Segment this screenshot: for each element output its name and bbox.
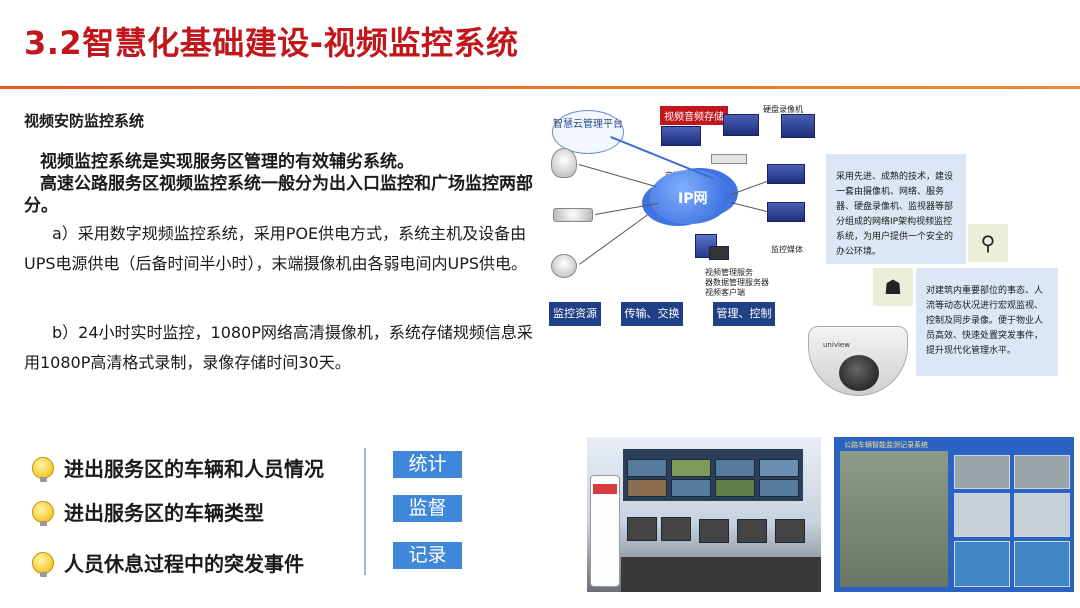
page-title: 3.2智慧化基础建设-视频监控系统	[24, 24, 519, 62]
desk-monitor	[661, 517, 691, 541]
wall-screen	[715, 459, 755, 477]
paragraph-b-text: b）24小时实时监控，1080P网络高清摄像机，系统存储规频信息采用1080P高…	[24, 323, 533, 372]
connector-line	[730, 202, 768, 213]
bullet-text: 进出服务区的车辆和人员情况	[64, 457, 324, 481]
storage-tag: 视频音频存储	[660, 106, 728, 125]
lead-line-1: 视频监控系统是实现服务区管理的有效辅劣系统。	[40, 152, 414, 172]
ip-network-cloud-icon	[650, 170, 730, 224]
connector-line	[578, 164, 656, 188]
title-divider	[0, 86, 1080, 89]
wall-screen	[759, 459, 799, 477]
bullet-text: 进出服务区的车辆类型	[64, 501, 264, 525]
bullet-item: 进出服务区的车辆和人员情况	[32, 453, 324, 482]
dome-camera-photo: uniview	[808, 326, 908, 396]
lightbulb-icon	[32, 551, 54, 577]
wall-screen	[671, 479, 711, 497]
server-labels: 视频管理服务 器数据管理服务器 视频客户端	[705, 268, 795, 298]
tag-record: 记录	[393, 542, 462, 569]
lightbulb-icon	[32, 456, 54, 482]
dome-camera-icon	[551, 148, 577, 178]
vehicle-snapshot	[1014, 455, 1070, 489]
camera-brand: uniview	[823, 341, 850, 349]
info-box-monitoring: 对建筑内重要部位的事态、人流等动态状况进行宏观监视、控制及同步录像。便于物业人员…	[916, 268, 1058, 376]
vehicle-snapshot	[954, 493, 1010, 537]
wall-screen	[759, 479, 799, 497]
system-title: 公路车辆智能监测记录系统	[844, 441, 928, 449]
control-room-photo	[587, 437, 821, 592]
wall-screen	[627, 459, 667, 477]
desk-monitor	[775, 519, 805, 543]
connector-line	[731, 181, 768, 195]
encoder-icon	[767, 164, 805, 184]
footer-management: 管理、控制	[713, 302, 775, 326]
paragraph-a: a）采用数字规频监控系统，采用POE供电方式，系统主机及设备由UPS电源供电（后…	[24, 219, 534, 279]
person-icon: ⚲	[968, 224, 1008, 262]
paragraph-b: b）24小时实时监控，1080P网络高清摄像机，系统存储规频信息采用1080P高…	[24, 318, 534, 378]
bullet-item: 进出服务区的车辆类型	[32, 497, 264, 526]
desk-monitor	[699, 519, 729, 543]
vehicle-snapshot	[1014, 493, 1070, 537]
footer-transmission: 传输、交换	[621, 302, 683, 326]
lightbulb-icon	[32, 500, 54, 526]
video-wall	[623, 449, 803, 501]
dvr-label: 硬盘录像机	[763, 105, 803, 114]
bullet-camera-icon	[553, 208, 593, 222]
bullet-text: 人员休息过程中的突发事件	[64, 552, 304, 576]
wall-screen	[627, 479, 667, 497]
server-label-line: 视频客户端	[705, 288, 745, 297]
vehicle-snapshot	[954, 455, 1010, 489]
road-camera-view	[840, 451, 948, 587]
vertical-divider	[364, 448, 366, 575]
dvr-icon	[723, 114, 759, 136]
lead-line-2: 高速公路服务区视频监控系统一般分为出入口监控和广场监控两部分。	[24, 174, 533, 216]
server-label-line: 视频管理服务	[705, 268, 753, 277]
camera-lens-icon	[839, 355, 879, 391]
bullet-item: 人员休息过程中的突发事件	[32, 548, 304, 577]
vehicle-snapshot	[1014, 541, 1070, 587]
vehicle-monitoring-photo: 公路车辆智能监测记录系统	[834, 437, 1074, 592]
desk-monitor	[627, 517, 657, 541]
vehicle-snapshot	[954, 541, 1010, 587]
surveillance-person-icon: ☗	[873, 268, 913, 306]
footer-monitor-resource: 监控资源	[549, 302, 601, 326]
tag-statistics: 统计	[393, 451, 462, 478]
encoder-icon	[767, 202, 805, 222]
phone-header	[593, 484, 617, 494]
console-desk	[621, 557, 821, 592]
mobile-phone-icon	[590, 475, 620, 587]
lead-text: 视频监控系统是实现服务区管理的有效辅劣系统。 高速公路服务区视频监控系统一般分为…	[24, 151, 534, 217]
connector-line	[579, 214, 648, 265]
network-diagram: 智慧云管理平台 视频音频存储 硬盘录像机 交换机 IP网 监控媒体 视频管理服务…	[545, 98, 815, 330]
wall-screen	[671, 459, 711, 477]
info-box-technology: 采用先进、成熟的技术，建设一套由摄像机、网络、服务器、硬盘录像机、监视器等部分组…	[826, 154, 966, 264]
paragraph-a-text: a）采用数字规频监控系统，采用POE供电方式，系统主机及设备由UPS电源供电（后…	[24, 224, 528, 273]
keyboard-icon	[709, 246, 729, 260]
server-label-line: 器数据管理服务器	[705, 278, 769, 287]
wall-screen	[715, 479, 755, 497]
cloud-platform-label: 智慧云管理平台	[552, 110, 624, 154]
switch-icon	[711, 154, 747, 164]
desk-monitor	[737, 519, 767, 543]
ip-network-label: IP网	[678, 191, 708, 207]
section-heading: 视频安防监控系统	[24, 112, 145, 130]
tag-supervision: 监督	[393, 495, 462, 522]
monitor-label: 监控媒体	[771, 245, 803, 254]
dvr-icon	[781, 114, 815, 138]
dome-camera-icon	[551, 254, 577, 278]
connector-line	[595, 202, 659, 215]
storage-server-icon	[661, 126, 701, 146]
